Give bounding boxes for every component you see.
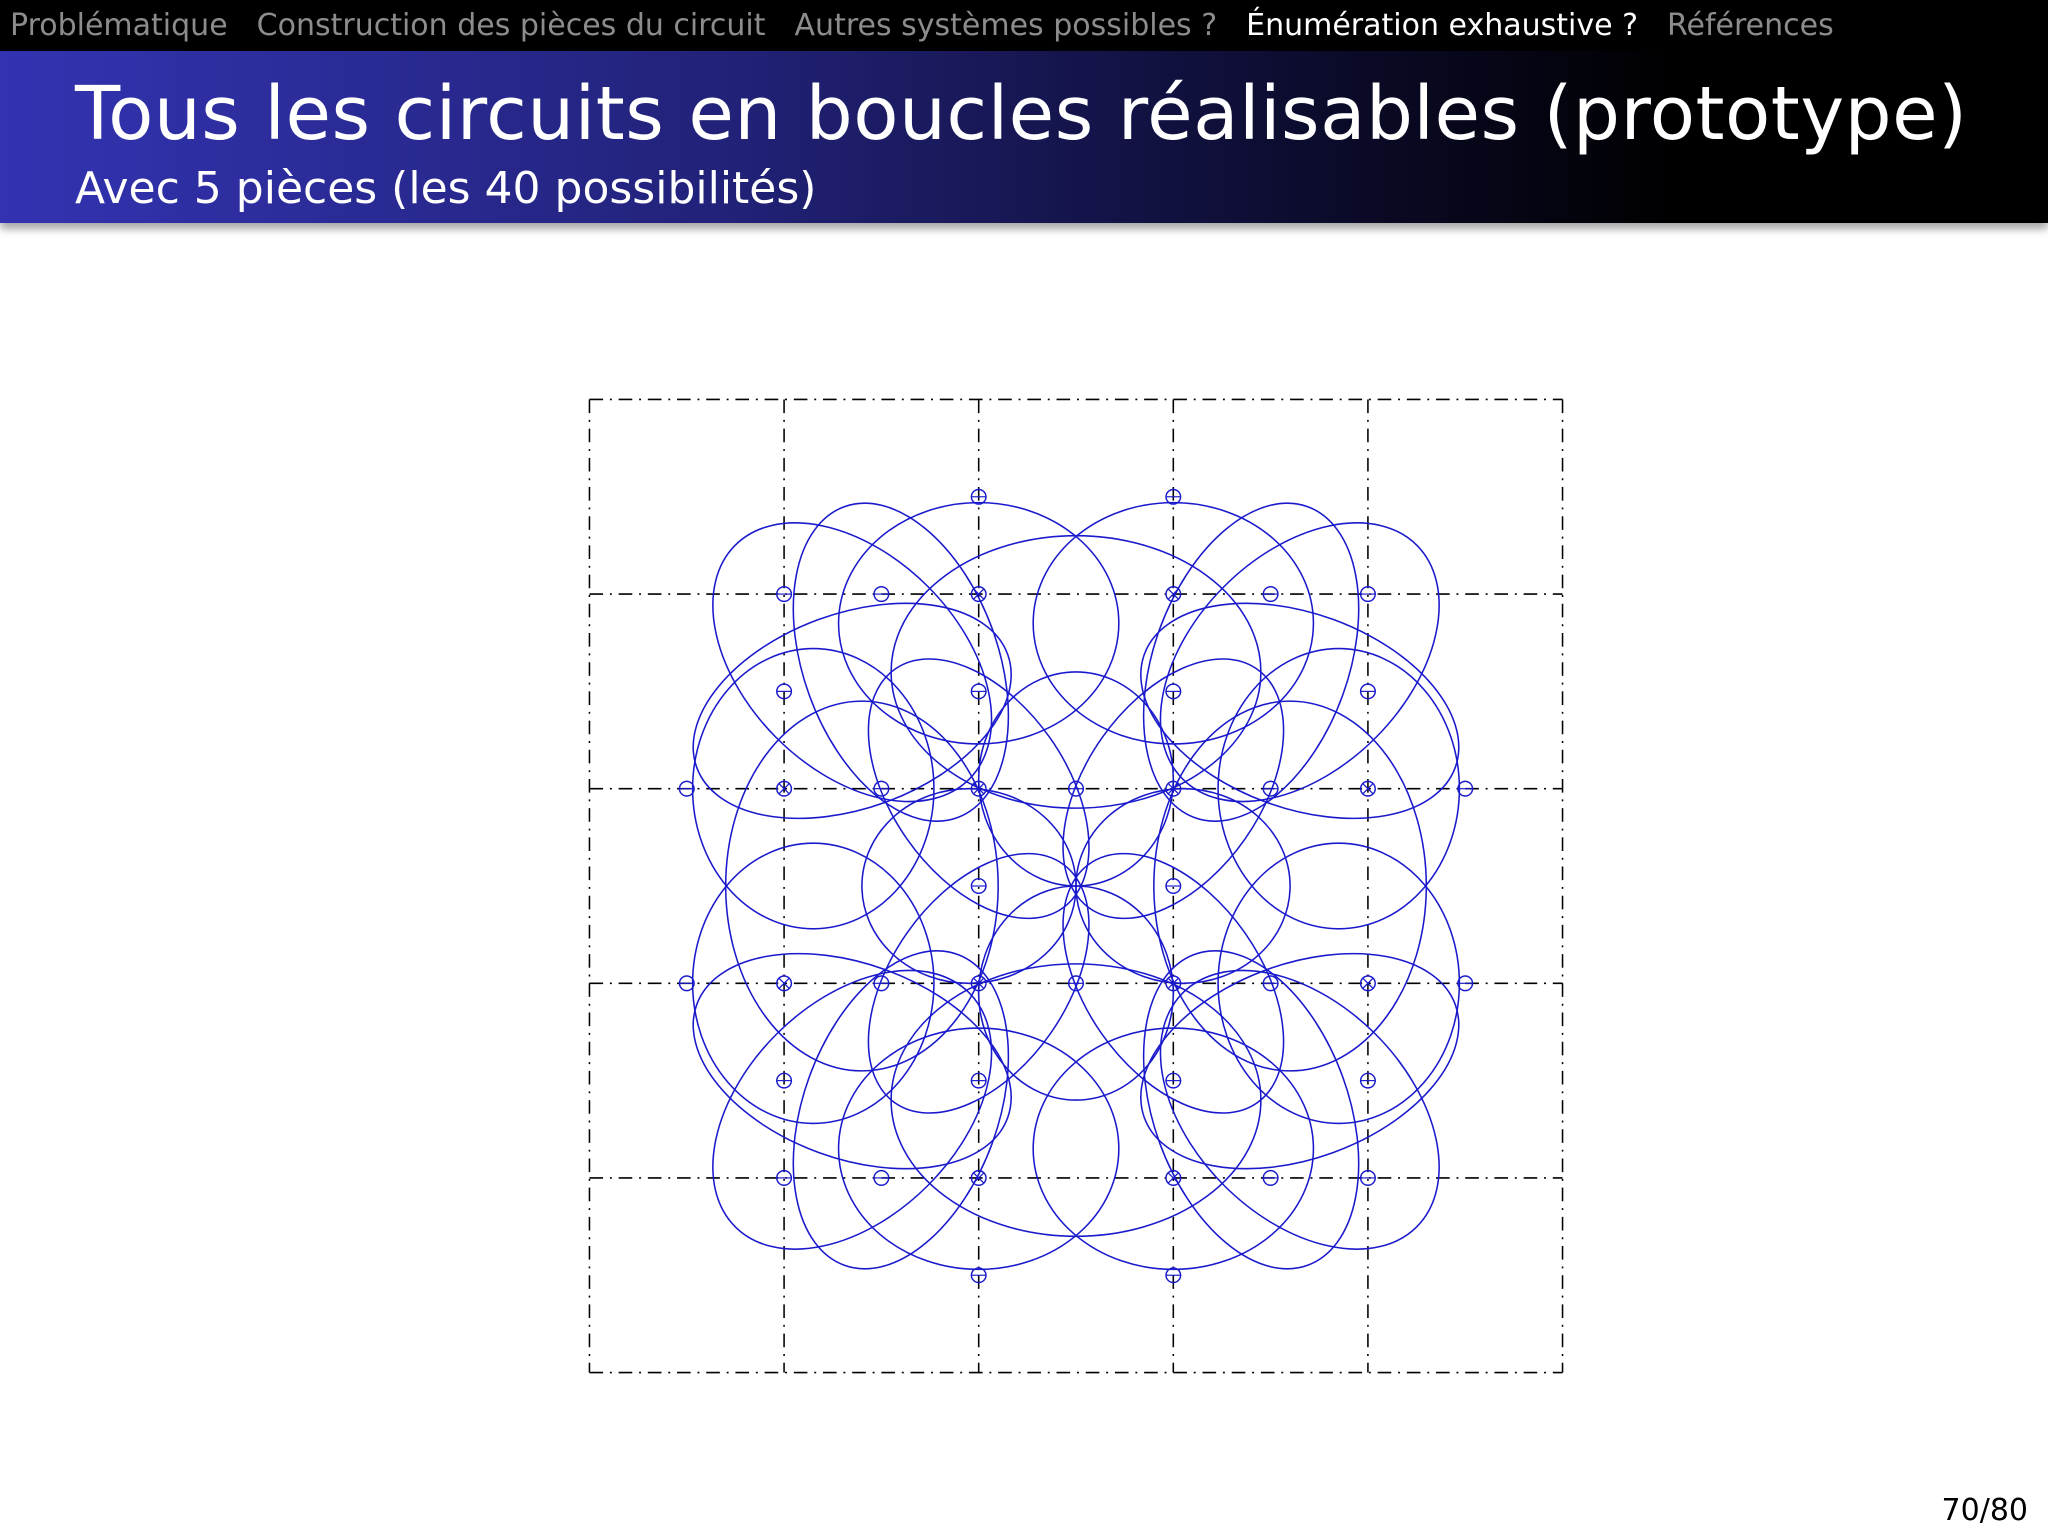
junction-marker	[1165, 780, 1182, 797]
nav-section-construction[interactable]: Construction des pièces du circuit	[256, 8, 766, 43]
junction-cross	[778, 977, 790, 989]
junction-marker	[1359, 975, 1376, 992]
piece-marker	[1067, 780, 1085, 797]
circuit-loop	[712, 969, 993, 1250]
circuit-loop	[867, 658, 1090, 920]
junction-marker	[1165, 975, 1182, 992]
section-navigation-bar: Problématique Construction des pièces du…	[0, 0, 2048, 51]
circuit-loop	[867, 852, 1090, 1114]
junction-cross	[1167, 783, 1179, 795]
circuit-loop	[712, 522, 993, 803]
circuit-curves	[691, 501, 1461, 1271]
junction-marker	[776, 975, 793, 992]
junction-marker	[970, 780, 987, 797]
circuit-loop	[1159, 522, 1440, 803]
junction-marker	[970, 586, 987, 603]
piece-marker	[1067, 975, 1085, 992]
circuit-loop	[1062, 852, 1285, 1114]
frame-subtitle: Avec 5 pièces (les 40 possibilités)	[75, 163, 817, 214]
piece-marker	[678, 975, 695, 992]
circuit-loop	[1159, 969, 1440, 1250]
circuits-figure	[588, 398, 1564, 1374]
circuit-loop	[792, 950, 1010, 1270]
circuit-loop	[1142, 950, 1360, 1270]
nav-section-enumeration[interactable]: Énumération exhaustive ?	[1246, 8, 1638, 43]
junction-marker	[970, 1169, 987, 1186]
nav-section-problematique[interactable]: Problématique	[10, 8, 228, 43]
piece-marker	[678, 780, 695, 797]
junction-cross	[1362, 783, 1374, 795]
junction-cross	[778, 783, 790, 795]
circuit-loop	[1142, 502, 1360, 822]
junction-cross	[973, 588, 985, 600]
circuit-loop	[1062, 658, 1285, 920]
junction-cross	[973, 1172, 985, 1184]
junction-marker	[1359, 780, 1376, 797]
circuit-loop	[724, 700, 999, 1072]
nav-section-references[interactable]: Références	[1667, 8, 1834, 43]
circuit-loop	[1075, 787, 1291, 985]
junction-cross	[1167, 1172, 1179, 1184]
junction-cross	[1167, 977, 1179, 989]
piece-junction-markers	[678, 488, 1474, 1284]
junction-marker	[776, 780, 793, 797]
junction-cross	[1362, 977, 1374, 989]
junction-marker	[1165, 1169, 1182, 1186]
circuit-loop	[792, 502, 1010, 822]
junction-cross	[1167, 588, 1179, 600]
junction-cross	[973, 783, 985, 795]
nav-section-autres-systemes[interactable]: Autres systèmes possibles ?	[794, 8, 1218, 43]
junction-marker	[1165, 586, 1182, 603]
page-number: 70/80	[1941, 1493, 2028, 1528]
circuit-loop	[1153, 700, 1428, 1072]
frame-title: Tous les circuits en boucles réalisables…	[75, 71, 1968, 157]
junction-marker	[970, 975, 987, 992]
junction-cross	[973, 977, 985, 989]
frame-title-bar: Tous les circuits en boucles réalisables…	[0, 51, 2048, 223]
